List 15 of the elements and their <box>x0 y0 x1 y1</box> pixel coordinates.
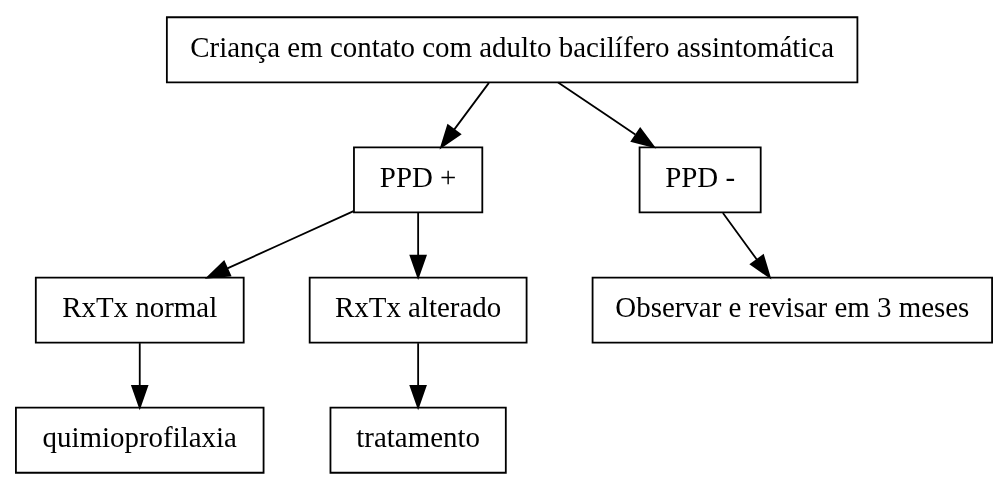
arrow <box>409 341 427 410</box>
node-box: PPD + <box>353 145 484 213</box>
node-box: Criança em contato com adulto bacilífero assintomática <box>165 15 859 83</box>
node-box: tratamento <box>329 406 507 474</box>
arrow <box>439 81 490 149</box>
arrow <box>204 209 355 279</box>
node-box: quimioprofilaxia <box>15 406 265 474</box>
arrow <box>409 211 427 280</box>
node-box: RxTx normal <box>34 276 245 344</box>
arrow <box>557 81 657 149</box>
node-box: RxTx alterado <box>308 276 528 344</box>
node-box: PPD - <box>638 145 762 213</box>
arrow <box>130 341 149 410</box>
arrow <box>722 211 772 280</box>
node-box: Observar e revisar em 3 meses <box>591 276 993 344</box>
